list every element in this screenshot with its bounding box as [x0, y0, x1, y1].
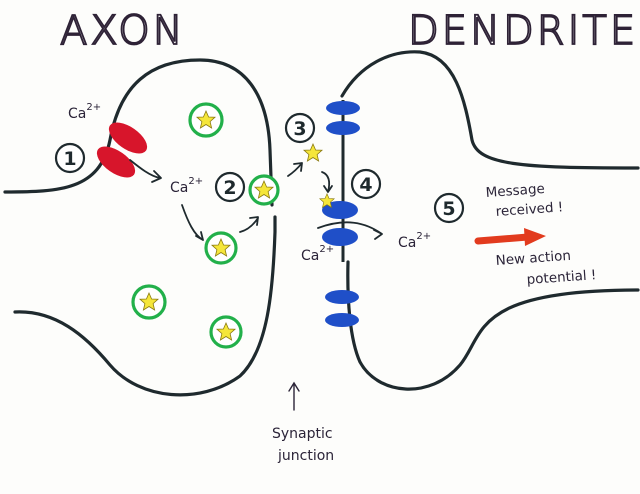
step-markers: 1 2 3 4 5	[54, 112, 465, 224]
vesicle	[131, 284, 167, 320]
arrow-star-release	[287, 162, 303, 177]
calcium-label-dendrite: Ca2+	[398, 231, 431, 251]
step-1-label: 1	[63, 148, 76, 170]
arrow-vesicle-membrane	[239, 216, 259, 233]
calcium-label-entry: Ca2+	[68, 102, 101, 122]
vesicle-fusing	[248, 174, 280, 206]
synaptic-junction-arrow	[288, 381, 300, 411]
vesicle	[209, 315, 243, 349]
axon-title: AXON	[60, 8, 186, 54]
vesicles	[131, 102, 280, 349]
receptor-5	[325, 290, 359, 304]
receptor-2	[326, 121, 360, 135]
synaptic-junction-line1: Synaptic	[272, 426, 333, 442]
arrow-calcium-in	[129, 159, 162, 183]
step-3-label: 3	[293, 118, 306, 140]
synaptic-junction-line2: junction	[277, 448, 334, 464]
arrow-calcium-dendrite	[317, 221, 383, 240]
step-5-label: 5	[442, 198, 455, 220]
action-potential-arrowhead	[524, 228, 546, 246]
receptor-1	[326, 101, 360, 115]
axon-membrane-outline	[3, 58, 277, 397]
calcium-label-axon: Ca2+	[170, 176, 203, 196]
new-action-line1: New action	[495, 248, 571, 269]
receptor-6	[325, 313, 359, 327]
receptors	[322, 101, 360, 327]
action-potential-arrow	[474, 233, 532, 245]
arrow-calcium-vesicle	[181, 204, 204, 241]
step-2-label: 2	[223, 177, 236, 199]
arrow-star-bind	[321, 171, 333, 193]
step-4-label: 4	[359, 174, 372, 196]
receptor-4	[322, 228, 358, 246]
new-action-line2: potential !	[526, 267, 597, 288]
calcium-label-cleft: Ca2+	[301, 244, 334, 264]
dendrite-membrane-outline	[340, 50, 640, 391]
calcium-channel-lower	[96, 146, 136, 178]
dendrite-title: DENDRITE	[408, 8, 638, 54]
message-received-line1: Message	[485, 181, 545, 201]
message-received-line2: received !	[495, 199, 564, 220]
flow-arrows	[129, 159, 383, 241]
neurotransmitter-star	[303, 143, 323, 162]
vesicle	[204, 231, 238, 265]
calcium-channel-upper	[108, 122, 148, 154]
vesicle	[188, 102, 224, 138]
